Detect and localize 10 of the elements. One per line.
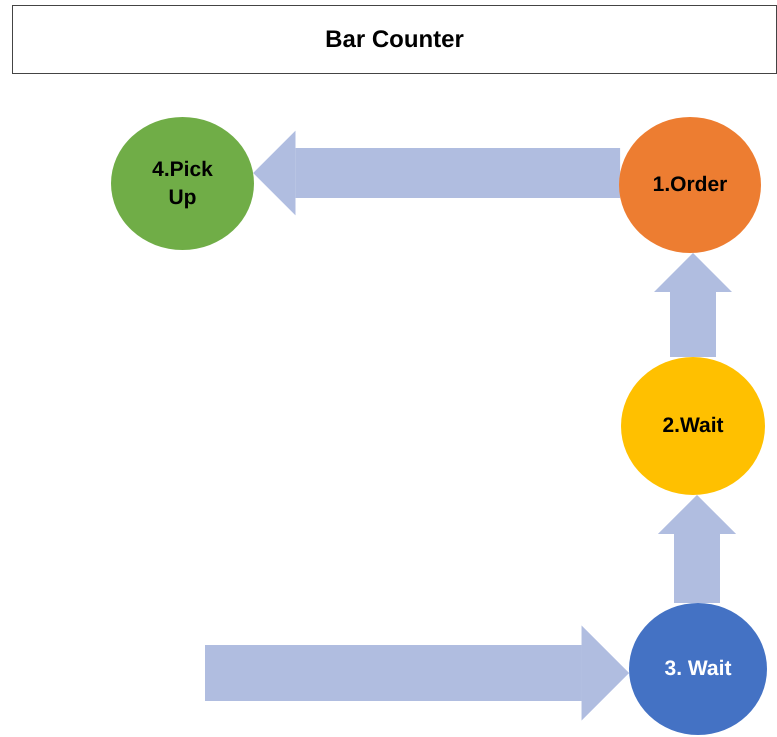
node-label: 1.Order [652, 172, 728, 198]
node-label: 4.Pick Up [151, 157, 214, 210]
counter-box [12, 5, 777, 74]
block-arrow [654, 252, 732, 357]
block-arrow [658, 494, 736, 603]
node-label: 2.Wait [662, 413, 724, 440]
block-arrow [205, 625, 630, 721]
node-label: 3. Wait [664, 656, 732, 682]
node-label: Bar Counter [325, 24, 464, 55]
block-arrow [253, 130, 620, 216]
